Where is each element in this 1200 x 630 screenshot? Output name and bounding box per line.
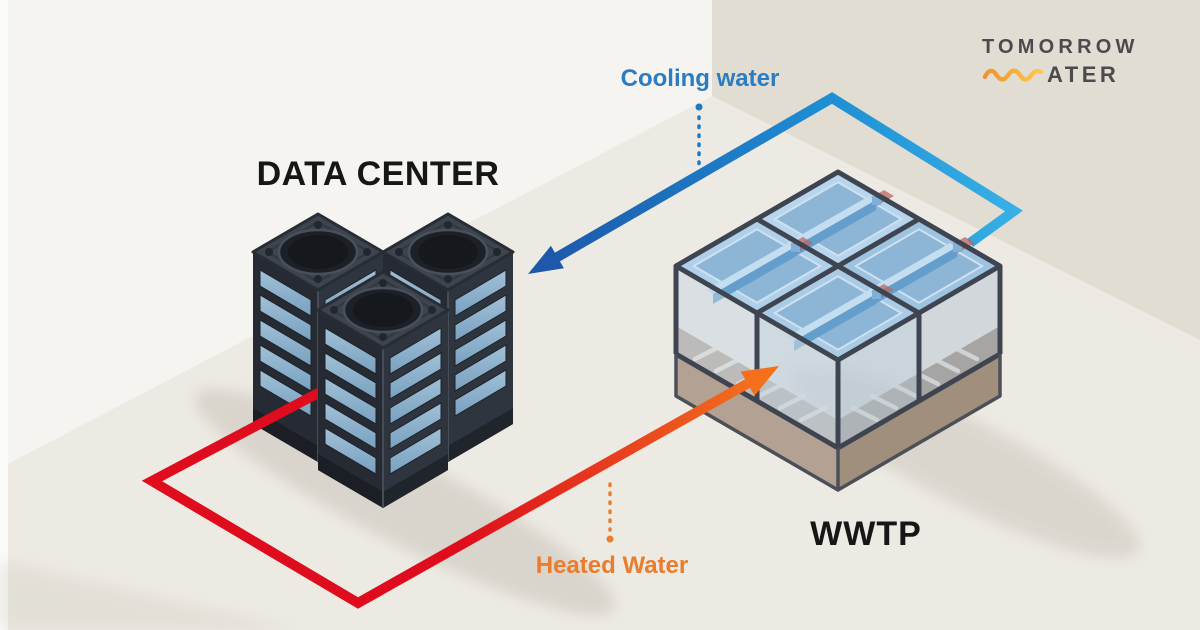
wwtp-label: WWTP xyxy=(810,515,922,553)
wwtp-base-frame xyxy=(674,354,1002,492)
logo-line1: TOMORROW xyxy=(982,36,1139,58)
cooling-arrowhead-icon xyxy=(528,245,564,274)
heated-label-connector xyxy=(606,482,614,543)
wwtp-structure xyxy=(673,169,1003,492)
water-wave-icon xyxy=(982,68,1044,82)
left-edge-strip xyxy=(0,0,8,630)
wwtp-diffusers xyxy=(706,190,975,351)
data-center-rack-front xyxy=(316,270,450,508)
heated-water-label: Heated Water xyxy=(535,552,689,579)
cooling-water-arrow xyxy=(528,92,1023,274)
server-rack xyxy=(316,270,450,508)
bottom-left-shade xyxy=(0,560,300,630)
heated-water-arrow xyxy=(141,366,779,609)
data-center-label: DATA CENTER xyxy=(256,155,500,193)
cooling-water-label: Cooling water xyxy=(620,65,780,92)
cooling-label-connector xyxy=(695,103,703,173)
logo-line2: ATER xyxy=(1047,62,1120,87)
wwtp-base-right xyxy=(838,326,1000,490)
heated-arrowhead-icon xyxy=(740,366,779,396)
tomorrow-water-logo: TOMORROW ATER xyxy=(982,36,1154,88)
